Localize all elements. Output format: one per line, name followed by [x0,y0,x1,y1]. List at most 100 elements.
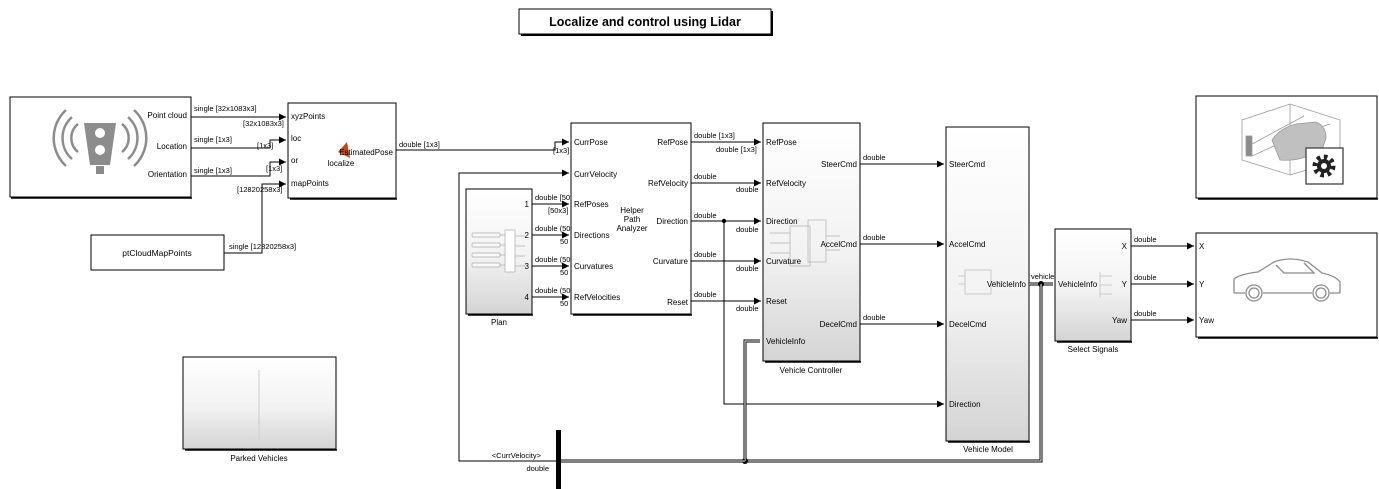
plan-port-2: 2 [525,231,530,240]
bus-selector-signal: <CurrVelocity> [492,451,542,460]
car-icon [1233,258,1341,302]
sig-refpose-out: double [1x3] [694,131,735,140]
ptcloud-map-points-block[interactable]: ptCloudMapPoints [90,234,225,271]
parked-vehicles-block[interactable]: Parked Vehicles [182,356,337,463]
sig-x: double [1134,235,1157,244]
select-signals-block[interactable]: VehicleInfo X Y Yaw Select Signals [1054,228,1132,354]
vc-port-decelcmd: DecelCmd [820,320,857,329]
sig-orientation: single [1x3] [194,166,232,175]
hpa-port-refpose: RefPose [657,138,688,147]
select-signals-icon [1099,272,1112,298]
hpa-port-curvature: Curvature [653,257,689,266]
localize-label: localize [328,159,355,168]
sig-y: double [1134,273,1157,282]
port-orientation: Orientation [148,170,187,179]
helper-path-analyzer-block[interactable]: CurrPose CurrVelocity RefPoses Direction… [570,122,692,316]
settings-icon[interactable] [1305,147,1344,185]
plan-label: Plan [491,318,507,327]
sig-curvature-out: double [694,250,717,259]
vc-port-vehicleinfo: VehicleInfo [766,337,806,346]
sig-yaw: double [1134,309,1157,318]
select-signals-label: Select Signals [1068,345,1119,354]
port-or: or [291,156,298,165]
plan-port-1: 1 [525,200,530,209]
vehicle-controller-label: Vehicle Controller [780,366,843,375]
hpa-name-line-1: Helper [620,206,644,215]
localize-block[interactable]: xyzPoints loc or mapPoints EstimatedPose… [287,102,397,200]
vm-port-decelcmd: DecelCmd [949,320,986,329]
sig-point-cloud: single [32x1083x3] [194,104,257,113]
sig-direction-out: double [694,211,717,220]
scenario-block[interactable] [1195,95,1378,200]
model-title: Localize and control using Lidar [549,15,741,29]
ss-port-y: Y [1122,280,1128,289]
sig-location-dim: [1x3] [257,141,273,150]
ss-port-vehicleinfo: VehicleInfo [1058,280,1098,289]
sig-refpose-out-dim: double [1x3] [716,145,757,154]
vm-port-vehicleinfo: VehicleInfo [987,280,1027,289]
hpa-port-directions: Directions [574,231,610,240]
vd-port-yaw: Yaw [1199,316,1214,325]
sig-pose: double [1x3] [399,140,440,149]
vm-port-accelcmd: AccelCmd [949,240,985,249]
vc-port-steercmd: SteerCmd [821,160,857,169]
sig-curvature-dim: double [736,264,759,273]
sig-reset-dim: double [736,304,759,313]
vehicle-model-block[interactable]: SteerCmd AccelCmd DecelCmd Direction Veh… [945,126,1030,454]
vd-port-x: X [1199,242,1205,251]
plan-port-4: 4 [525,293,530,302]
vc-port-refvelocity: RefVelocity [766,179,806,188]
vehicle-controller-block[interactable]: RefPose RefVelocity Direction Curvature … [762,122,861,375]
sig-orientation-dim: [1x3] [266,164,282,173]
plan-port-3: 3 [525,262,530,271]
hpa-port-refvelocities: RefVelocities [574,293,620,302]
sig-directions-dim: 50 [560,237,568,246]
title-annotation: Localize and control using Lidar [518,8,773,36]
sig-refvelocities: double (50 [535,286,570,295]
vm-port-steercmd: SteerCmd [949,160,985,169]
vehicle-model-icon [958,269,1005,295]
hpa-port-refvelocity: RefVelocity [648,179,688,188]
vc-port-direction: Direction [766,217,798,226]
vd-port-y: Y [1199,280,1205,289]
sig-location: single [1x3] [194,135,232,144]
sig-vehicle: vehicle [1031,272,1054,281]
port-location: Location [157,142,187,151]
port-mappoints: mapPoints [291,179,329,188]
plan-block[interactable]: 1 2 3 4 Plan [465,188,533,327]
port-estimatedpose: EstimatedPose [339,148,393,157]
lidar-sensor-icon [52,109,148,174]
sig-map-dim: [12820258x3] [237,185,282,194]
hpa-port-currvelocity: CurrVelocity [574,170,617,179]
sig-refposes: double [50 [535,193,570,202]
sig-refvelocities-dim: 50 [560,299,568,308]
vm-port-direction: Direction [949,400,981,409]
port-xyzpoints: xyzPoints [291,112,325,121]
sig-map: single [12820258x3] [229,242,296,251]
hpa-name-line-3: Analyzer [616,224,647,233]
sig-direction-dim: double [736,225,759,234]
sig-pose-dim: [1x3] [553,146,569,155]
sig-curvatures-dim: 50 [560,268,568,277]
vc-port-accelcmd: AccelCmd [821,240,857,249]
port-point-cloud: Point cloud [147,111,187,120]
lidar-sensor-block[interactable]: Point cloud Location Orientation [9,96,192,199]
sig-point-cloud-dim: [32x1083x3] [243,119,284,128]
vc-port-reset: Reset [766,297,788,306]
sig-refvelocity-dim: double [736,185,759,194]
vehicle-display-block[interactable]: X Y Yaw [1195,232,1378,339]
sig-steercmd: double [863,153,886,162]
hpa-port-refposes: RefPoses [574,200,609,209]
vc-port-refpose: RefPose [766,138,797,147]
ss-port-x: X [1122,242,1128,251]
sig-decelcmd: double [863,313,886,322]
parked-vehicles-label: Parked Vehicles [230,454,287,463]
bus-selector-block[interactable]: <CurrVelocity> double [492,430,561,489]
plan-icon [471,229,525,273]
hpa-name-line-2: Path [624,215,640,224]
hpa-port-currpose: CurrPose [574,138,608,147]
controller-icon [770,219,840,267]
sig-accelcmd: double [863,233,886,242]
sig-reset-out: double [694,290,717,299]
